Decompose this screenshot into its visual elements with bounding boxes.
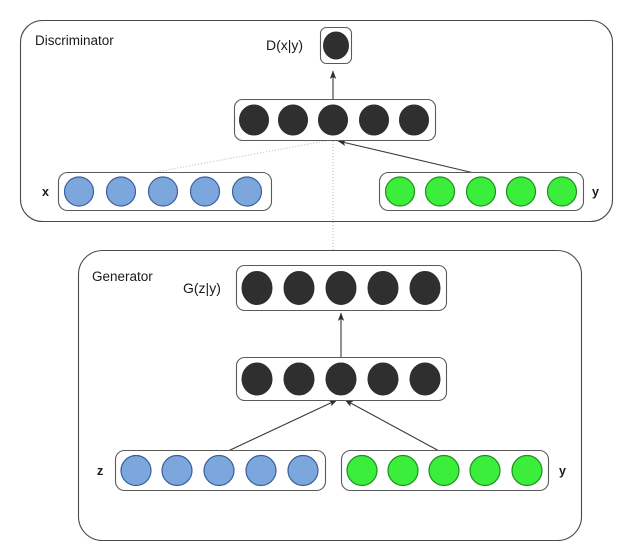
generator-hidden-node-5 — [409, 362, 441, 396]
discriminator-output-node — [323, 31, 349, 60]
discriminator-y-node-5 — [546, 176, 578, 207]
generator-z-node-4 — [245, 454, 277, 487]
generator-hidden-node-3 — [325, 362, 357, 396]
discriminator-y-node-3 — [465, 176, 497, 207]
generator-output-label: G(z|y) — [183, 280, 221, 296]
discriminator-input-x-label: x — [42, 185, 49, 199]
generator-output-node-2 — [283, 271, 315, 305]
discriminator-y-node-1 — [384, 176, 416, 207]
edge-y-to-discriminator-hidden — [337, 139, 475, 174]
discriminator-title: Discriminator — [35, 33, 114, 48]
discriminator-x-node-4 — [189, 176, 221, 207]
discriminator-hidden-node-1 — [239, 104, 269, 136]
discriminator-x-node-1 — [63, 176, 95, 207]
discriminator-input-y-label: y — [592, 185, 599, 199]
generator-y-node-4 — [469, 454, 501, 487]
generator-y-node-1 — [346, 454, 378, 487]
discriminator-output-label: D(x|y) — [266, 37, 303, 53]
generator-y-node-5 — [511, 454, 543, 487]
discriminator-y-node-4 — [505, 176, 537, 207]
generator-output-node-1 — [241, 271, 273, 305]
generator-z-node-2 — [161, 454, 193, 487]
discriminator-hidden-node-2 — [278, 104, 308, 136]
generator-y-node-3 — [428, 454, 460, 487]
generator-input-y-label: y — [559, 464, 566, 478]
generator-z-node-3 — [203, 454, 235, 487]
discriminator-hidden-node-3 — [318, 104, 348, 136]
generator-output-node-4 — [367, 271, 399, 305]
edge-y-to-generator-hidden — [344, 399, 442, 453]
generator-hidden-node-2 — [283, 362, 315, 396]
generator-z-node-5 — [287, 454, 319, 487]
discriminator-x-node-5 — [231, 176, 263, 207]
discriminator-hidden-node-5 — [399, 104, 429, 136]
generator-hidden-node-1 — [241, 362, 273, 396]
discriminator-hidden-node-4 — [359, 104, 389, 136]
generator-output-node-3 — [325, 271, 357, 305]
generator-hidden-node-4 — [367, 362, 399, 396]
discriminator-x-node-2 — [105, 176, 137, 207]
generator-title: Generator — [92, 269, 153, 284]
edge-z-to-generator-hidden — [225, 399, 338, 453]
generator-input-z-label: z — [97, 464, 103, 478]
generator-z-node-1 — [120, 454, 152, 487]
edge-x-to-discriminator-hidden — [138, 139, 332, 176]
generator-output-node-5 — [409, 271, 441, 305]
discriminator-x-node-3 — [147, 176, 179, 207]
discriminator-y-node-2 — [424, 176, 456, 207]
generator-y-node-2 — [387, 454, 419, 487]
